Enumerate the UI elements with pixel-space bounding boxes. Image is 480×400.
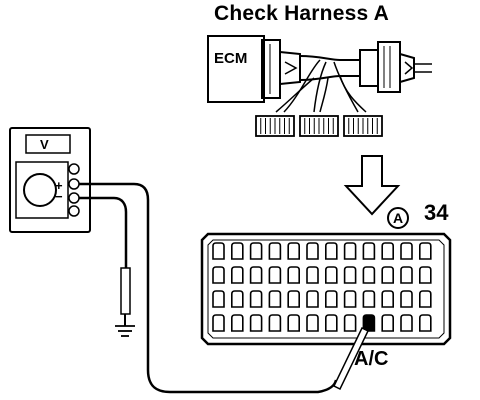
voltmeter xyxy=(9,127,91,233)
connector-pin xyxy=(400,242,413,260)
negative-terminal-label: − xyxy=(55,189,63,204)
connector-pin xyxy=(306,290,319,308)
connector-pin xyxy=(249,314,263,332)
connector-pin xyxy=(212,266,225,284)
connector-pin xyxy=(343,290,357,308)
connector-pin xyxy=(362,290,376,308)
connector-pin xyxy=(343,242,357,260)
test-probe xyxy=(333,326,369,391)
connector-pin xyxy=(400,314,413,332)
connector-letter-label: A xyxy=(392,210,404,226)
connector-pin xyxy=(419,266,432,284)
connector-pin xyxy=(381,290,394,308)
connector-pin xyxy=(231,314,244,332)
diagram-title: Check Harness A xyxy=(214,2,389,25)
sub-connectors xyxy=(255,115,383,137)
connector-pin-grid xyxy=(212,242,432,332)
connector-pin xyxy=(212,314,225,332)
connector-pin xyxy=(306,266,319,284)
connector-pin xyxy=(212,242,225,260)
connector-pin xyxy=(268,314,282,332)
sub-connector xyxy=(255,115,295,137)
connector-pin xyxy=(231,266,244,284)
pin-number-label: 34 xyxy=(424,200,449,225)
positive-terminal-label: + xyxy=(55,178,63,193)
connector-pin xyxy=(381,242,394,260)
connector-pin xyxy=(268,290,282,308)
connector-pin xyxy=(419,314,432,332)
ground-symbol xyxy=(115,325,135,337)
connector-pin xyxy=(419,242,432,260)
connector-pin xyxy=(287,290,300,308)
connector-pin xyxy=(325,266,338,284)
down-arrow xyxy=(343,155,401,216)
connector-pin xyxy=(287,266,300,284)
connector-pin xyxy=(343,266,357,284)
sub-connector xyxy=(343,115,383,137)
voltmeter-unit-label: V xyxy=(40,137,49,152)
ecm-unit xyxy=(207,35,301,103)
connector-pin xyxy=(325,314,338,332)
negative-lead-wire xyxy=(79,196,128,268)
connector-pin xyxy=(400,266,413,284)
connector-pin xyxy=(306,314,319,332)
connector-pin xyxy=(249,242,263,260)
connector-a xyxy=(200,232,452,346)
connector-pin xyxy=(268,242,282,260)
connector-pin xyxy=(362,242,376,260)
ground-probe xyxy=(120,267,131,315)
positive-lead-wire xyxy=(79,182,338,394)
connector-pin xyxy=(381,314,394,332)
connector-pin xyxy=(268,266,282,284)
probe-tip xyxy=(364,321,367,331)
ecm-label: ECM xyxy=(214,50,248,67)
connector-a-marker xyxy=(387,207,409,229)
connector-pin xyxy=(400,290,413,308)
connector-pin xyxy=(249,266,263,284)
connector-pin xyxy=(325,242,338,260)
connector-pin xyxy=(212,290,225,308)
connector-pin xyxy=(231,242,244,260)
connector-pin xyxy=(306,242,319,260)
connector-pin xyxy=(287,242,300,260)
connector-pin xyxy=(325,290,338,308)
connector-pin xyxy=(362,266,376,284)
connector-pin xyxy=(343,314,357,332)
connector-pin xyxy=(419,290,432,308)
probe-terminal-label: A/C xyxy=(354,348,389,370)
connector-pin xyxy=(287,314,300,332)
connector-pin xyxy=(381,266,394,284)
check-harness xyxy=(275,41,432,113)
connector-pin xyxy=(231,290,244,308)
sub-connector xyxy=(299,115,339,137)
connector-pin xyxy=(249,290,263,308)
